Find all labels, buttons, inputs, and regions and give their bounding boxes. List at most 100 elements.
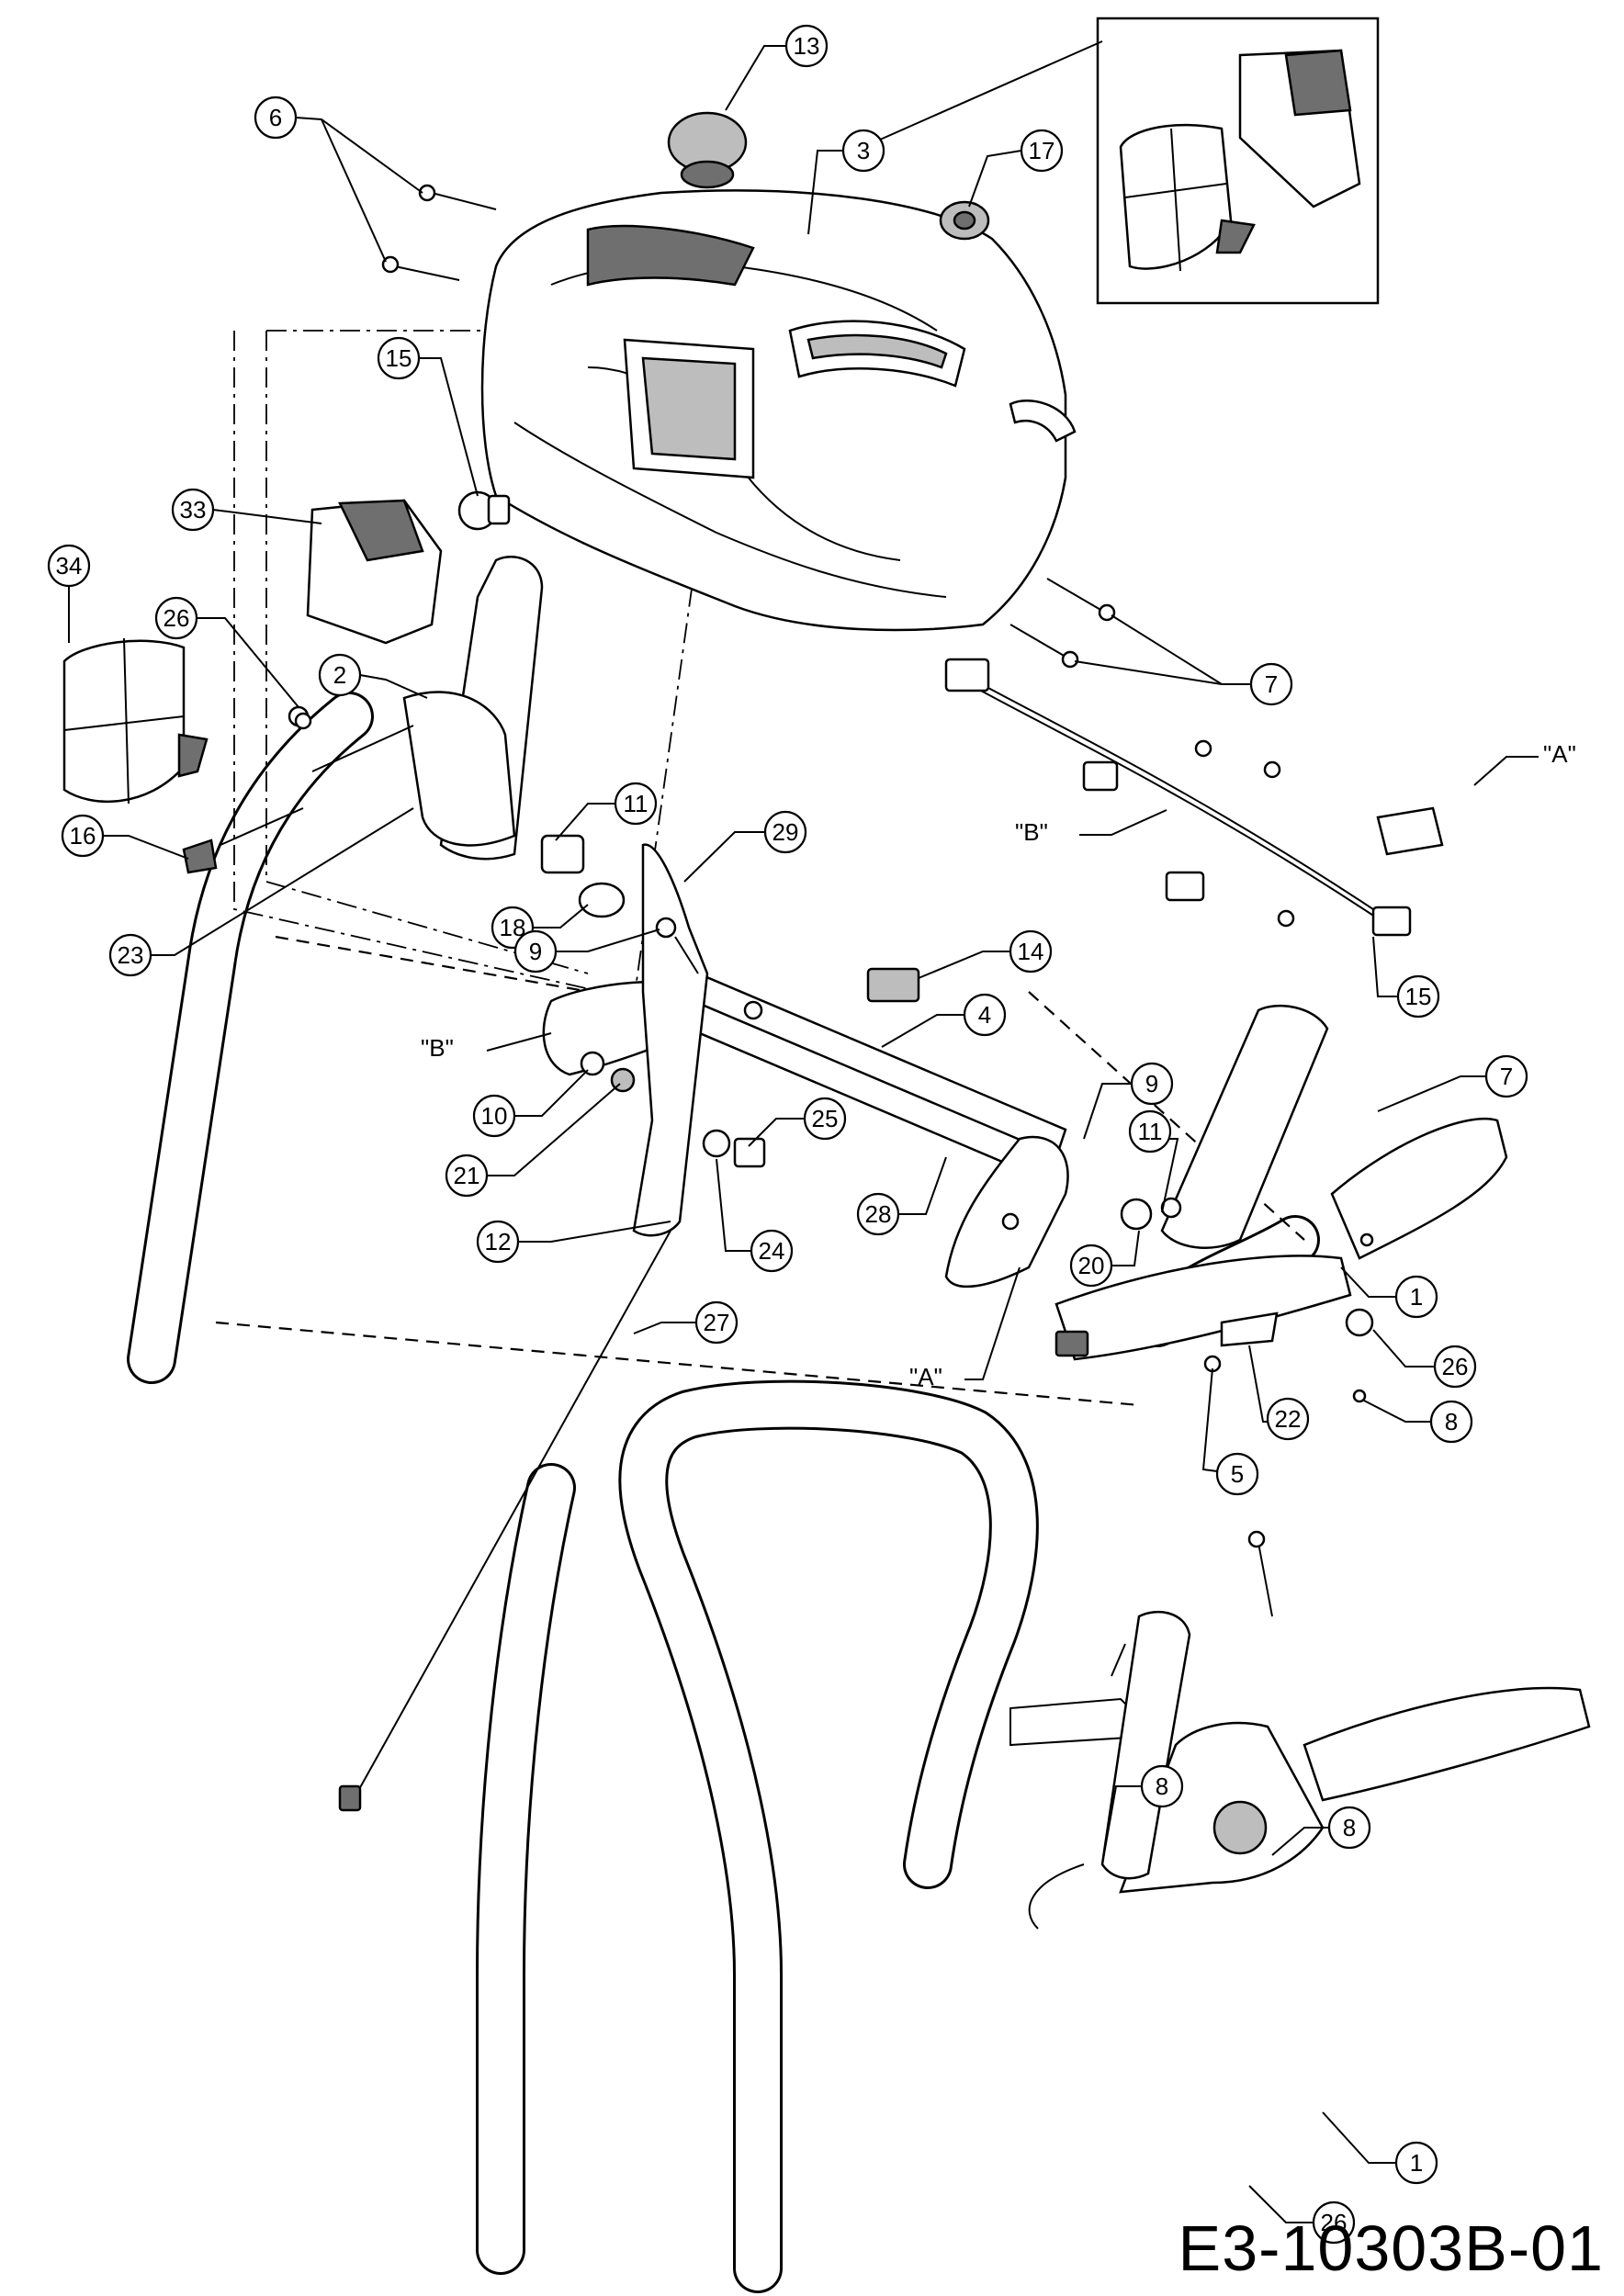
svg-text:11: 11: [624, 790, 648, 817]
callout-4: 4: [881, 993, 1007, 1048]
svg-text:27: 27: [704, 1309, 730, 1336]
callout-26-detail: 26: [1248, 2185, 1356, 2245]
svg-text:8: 8: [1343, 1814, 1356, 1841]
callout-6-top: 6: [254, 96, 423, 263]
callout-11-right: 11: [1128, 1109, 1179, 1213]
ref-mark-a-right: "A": [1543, 740, 1576, 768]
cover-33: [306, 499, 443, 645]
svg-text:9: 9: [1145, 1070, 1158, 1097]
svg-text:13: 13: [794, 32, 820, 60]
callout-17: 15: [377, 336, 479, 497]
callout-7-bottom: 8: [1363, 1400, 1473, 1444]
grommet: [939, 200, 990, 241]
svg-text:23: 23: [118, 941, 144, 969]
svg-text:29: 29: [773, 818, 799, 846]
ref-mark-a-bottom: "A": [909, 1363, 942, 1390]
callout-23: 23: [108, 807, 414, 977]
callout-2: 2: [318, 653, 428, 699]
callout-8-left: 8: [1101, 1764, 1184, 1865]
switch-14: [866, 967, 920, 1003]
svg-text:16: 16: [70, 822, 96, 850]
callout-26-left: 26: [154, 596, 299, 708]
svg-text:11: 11: [1138, 1118, 1163, 1145]
svg-text:8: 8: [1445, 1408, 1458, 1435]
screws-6: [381, 184, 1116, 669]
callout-22: 22: [1248, 1345, 1310, 1441]
svg-text:26: 26: [1442, 1353, 1469, 1380]
shift-lever: [632, 843, 709, 1237]
callout-16: 16: [61, 814, 189, 860]
callout-33: 33: [171, 488, 322, 532]
dash-panel: [480, 189, 1077, 632]
svg-text:9: 9: [529, 938, 542, 965]
ref-mark-b-left: "B": [421, 1034, 454, 1062]
svg-text:4: 4: [978, 1001, 991, 1029]
callout-9-left: 9: [513, 929, 660, 974]
callout-24: 24: [716, 1158, 794, 1273]
svg-text:15: 15: [1405, 983, 1432, 1010]
svg-text:33: 33: [180, 496, 207, 523]
svg-text:6: 6: [269, 104, 282, 131]
callout-10: 10: [472, 1069, 589, 1138]
callout-5: 5: [1201, 1367, 1259, 1496]
callout-11-left: 11: [555, 782, 658, 841]
callout-13: 13: [725, 24, 829, 111]
callout-18: 17: [968, 129, 1064, 208]
knob: [667, 111, 748, 189]
svg-text:7: 7: [1500, 1063, 1513, 1090]
callout-1-detail: 1: [1322, 2111, 1438, 2185]
callout-20: 20: [1069, 1230, 1140, 1288]
svg-text:15: 15: [386, 344, 412, 372]
left-control: [182, 556, 544, 874]
svg-text:22: 22: [1275, 1405, 1302, 1433]
right-grip: [1054, 1004, 1508, 1361]
svg-text:1: 1: [1410, 2149, 1423, 2177]
callout-26-right: 26: [1372, 1329, 1477, 1389]
svg-text:1: 1: [1410, 1283, 1423, 1311]
callouts: 13 6 3 17 15 33 34: [47, 24, 1576, 2245]
svg-text:12: 12: [485, 1228, 512, 1255]
callout-3: 3: [807, 40, 1103, 235]
callout-25: 25: [748, 1097, 847, 1147]
drawing-code: E3-10303B-01: [1178, 2212, 1604, 2284]
svg-text:8: 8: [1156, 1773, 1168, 1800]
callout-15: 15 15: [1372, 936, 1440, 1019]
svg-text:20: 20: [1078, 1252, 1105, 1279]
callout-6-right: 7: [1074, 614, 1293, 706]
callout-9-right: 9: [1083, 1062, 1174, 1140]
callout-1: 1: [1340, 1266, 1438, 1319]
wiring-harness: [944, 658, 1444, 937]
inset-box: [1096, 17, 1380, 305]
cable-27: [338, 1230, 671, 1812]
svg-text:17: 17: [1029, 137, 1055, 164]
svg-text:28: 28: [865, 1200, 892, 1228]
svg-text:26: 26: [1321, 2209, 1348, 2236]
svg-text:2: 2: [333, 661, 346, 689]
svg-text:10: 10: [481, 1102, 508, 1130]
svg-text:5: 5: [1231, 1460, 1244, 1488]
lower-handle: [476, 1379, 1039, 2293]
callout-8-right: 8: [1271, 1806, 1371, 1856]
callout-34: 34: [47, 544, 91, 643]
callout-14: 14: [918, 929, 1053, 979]
svg-text:14: 14: [1018, 938, 1044, 965]
detail-view: [1009, 1530, 1591, 1930]
svg-text:3: 3: [857, 137, 870, 164]
svg-text:34: 34: [56, 552, 83, 580]
svg-text:26: 26: [164, 604, 190, 632]
callout-12: 12: [476, 1220, 671, 1264]
callout-27: 27: [633, 1300, 739, 1345]
svg-text:24: 24: [759, 1237, 785, 1265]
callout-21: 21: [445, 1083, 621, 1198]
bulb: [457, 490, 511, 531]
callout-28: 28: [856, 1156, 947, 1236]
svg-text:21: 21: [454, 1162, 480, 1189]
ref-mark-b-right: "B": [1015, 818, 1048, 846]
hardware: [294, 712, 1374, 1403]
callout-7-top: 7: [1377, 1054, 1528, 1112]
callout-29: 29: [683, 810, 807, 883]
svg-text:7: 7: [1265, 670, 1278, 698]
shield-34: [62, 637, 209, 805]
svg-text:25: 25: [812, 1105, 839, 1132]
